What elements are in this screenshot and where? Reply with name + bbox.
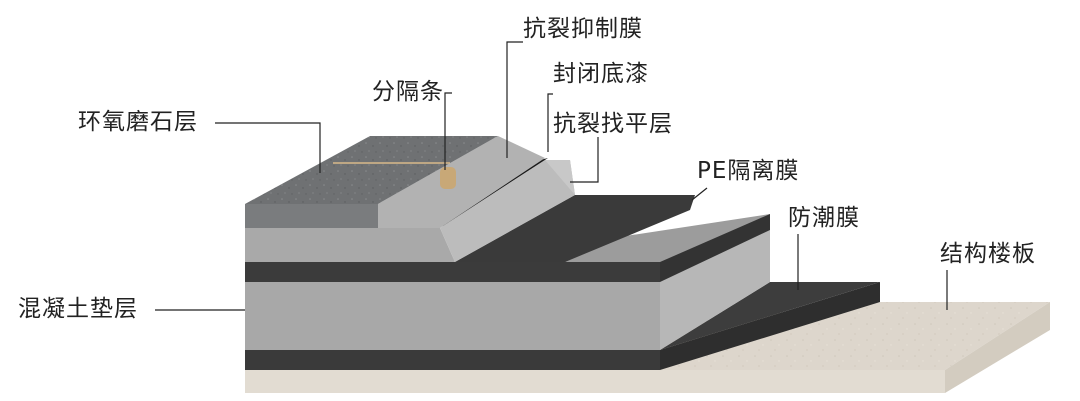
divider-strip-marker bbox=[440, 167, 456, 189]
label-pe-isolation-film: PE隔离膜 bbox=[697, 158, 800, 184]
moisture-barrier bbox=[245, 282, 880, 370]
label-structural-slab: 结构楼板 bbox=[940, 241, 1036, 267]
label-concrete-cushion: 混凝土垫层 bbox=[18, 296, 138, 322]
label-sealing-primer: 封闭底漆 bbox=[553, 61, 649, 87]
leader-lines bbox=[155, 41, 948, 311]
label-epoxy-terrazzo: 环氧磨石层 bbox=[78, 109, 198, 135]
label-crack-leveling-layer: 抗裂找平层 bbox=[553, 111, 673, 137]
label-anti-crack-membrane: 抗裂抑制膜 bbox=[523, 16, 643, 42]
crack-leveling-layer bbox=[245, 160, 575, 262]
epoxy-terrazzo bbox=[245, 136, 545, 228]
label-divider-strip: 分隔条 bbox=[372, 79, 444, 105]
label-moisture-barrier: 防潮膜 bbox=[788, 205, 860, 231]
pe-isolation-film bbox=[245, 195, 770, 282]
